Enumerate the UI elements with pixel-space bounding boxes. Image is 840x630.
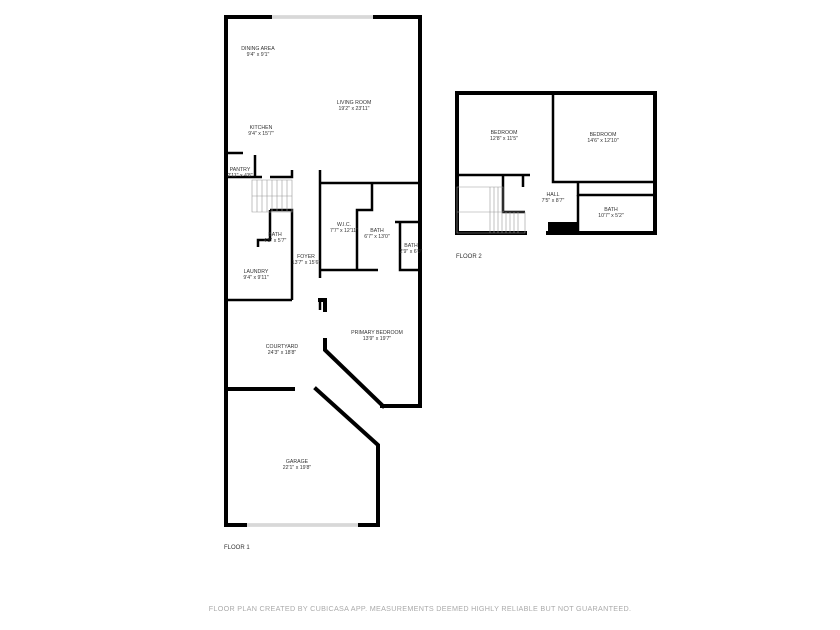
room-name-garage: GARAGE	[286, 459, 309, 465]
room-name-foyer: FOYER	[297, 254, 315, 260]
floor1-label: FLOOR 1	[224, 545, 250, 551]
room-dims-bath-primary: 6'7" x 13'0"	[364, 234, 390, 240]
room-name-bath-primary: BATH	[370, 228, 384, 234]
room-name-bath-f2: BATH	[604, 207, 618, 213]
room-name-bedroom1: BEDROOM	[491, 130, 518, 136]
room-name-pantry: PANTRY	[230, 167, 251, 173]
disclaimer-footer: FLOOR PLAN CREATED BY CUBICASA APP. MEAS…	[209, 604, 632, 613]
room-name-bedroom2: BEDROOM	[590, 132, 617, 138]
room-name-wic: W.I.C.	[337, 222, 351, 228]
room-name-hall: HALL	[547, 192, 560, 198]
floor2-walls	[455, 91, 657, 235]
room-dims-wic: 7'7" x 12'11"	[330, 228, 358, 234]
room-dims-bath-small: 2'9" x 6'0"	[400, 249, 423, 255]
room-dims-foyer: 13'7" x 15'6"	[292, 260, 321, 266]
room-dims-laundry: 9'4" x 9'11"	[243, 275, 268, 281]
room-dims-primary-bedroom: 13'9" x 19'7"	[363, 336, 392, 342]
floor2-label: FLOOR 2	[456, 254, 482, 260]
room-name-living: LIVING ROOM	[337, 100, 372, 106]
room-name-bath-small: BATH	[404, 243, 418, 249]
floor1-walls	[224, 15, 422, 527]
room-name-bath-hall: BATH	[268, 232, 282, 238]
room-dims-bath-f2: 10'7" x 5'2"	[598, 213, 624, 219]
room-dims-garage: 22'1" x 19'8"	[283, 465, 312, 471]
room-dims-bedroom2: 14'6" x 12'10"	[587, 138, 618, 144]
room-dims-hall: 7'5" x 8'7"	[542, 198, 565, 204]
room-dims-dining: 9'4" x 9'1"	[247, 52, 270, 58]
room-dims-courtyard: 24'3" x 18'8"	[268, 350, 297, 356]
room-dims-bath-hall: 4'5" x 5'7"	[264, 238, 287, 244]
room-name-laundry: LAUNDRY	[244, 269, 269, 275]
room-name-kitchen: KITCHEN	[250, 125, 273, 131]
room-name-primary-bedroom: PRIMARY BEDROOM	[351, 330, 403, 336]
room-dims-bedroom1: 12'8" x 11'5"	[490, 136, 518, 142]
room-dims-living: 19'2" x 23'11"	[339, 106, 370, 112]
room-dims-pantry: 2'11" x 4'8"	[227, 173, 252, 179]
room-name-courtyard: COURTYARD	[266, 344, 299, 350]
room-name-dining: DINING AREA	[241, 46, 275, 52]
room-dims-kitchen: 9'4" x 15'7"	[248, 131, 274, 137]
